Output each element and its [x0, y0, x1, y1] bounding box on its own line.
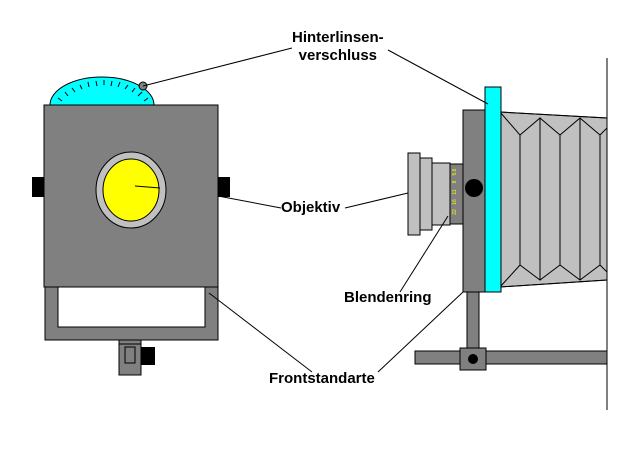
aperture-scale-value: 22 [452, 209, 458, 215]
side-knob [465, 179, 483, 197]
aperture-scale: 22 16 11 8 5.6 [452, 168, 458, 214]
aperture-scale-value: 11 [452, 189, 458, 194]
rear-shutter-label-line2: verschluss [298, 47, 378, 64]
left-knob [32, 177, 44, 197]
lens-board-side [462, 109, 486, 293]
lens-glass [102, 158, 160, 222]
front-standard-bracket [44, 286, 219, 341]
leader-lines [134, 47, 489, 373]
rear-shutter-dial-front [49, 76, 155, 106]
bellows [499, 111, 608, 288]
rear-shutter-label: Hinterlinsen- verschluss [292, 29, 384, 65]
side-view: 22 16 11 8 5.6 [134, 47, 608, 410]
front-view [32, 76, 230, 376]
right-knob [218, 177, 230, 197]
rear-shutter-label-line1: Hinterlinsen- [292, 29, 384, 46]
aperture-scale-value: 5.6 [452, 168, 458, 175]
rear-shutter-side [484, 86, 502, 293]
aperture-scale-value: 16 [452, 199, 458, 205]
aperture-ring: 22 16 11 8 5.6 [449, 163, 464, 225]
rail [414, 350, 608, 365]
front-standard-post [466, 291, 480, 353]
aperture-scale-value: 8 [452, 180, 458, 183]
front-standard-label: Frontstandarte [269, 370, 375, 387]
lens-barrel-side [407, 152, 451, 236]
aperture-ring-label: Blendenring [344, 289, 432, 306]
lens-label: Objektiv [281, 199, 341, 216]
